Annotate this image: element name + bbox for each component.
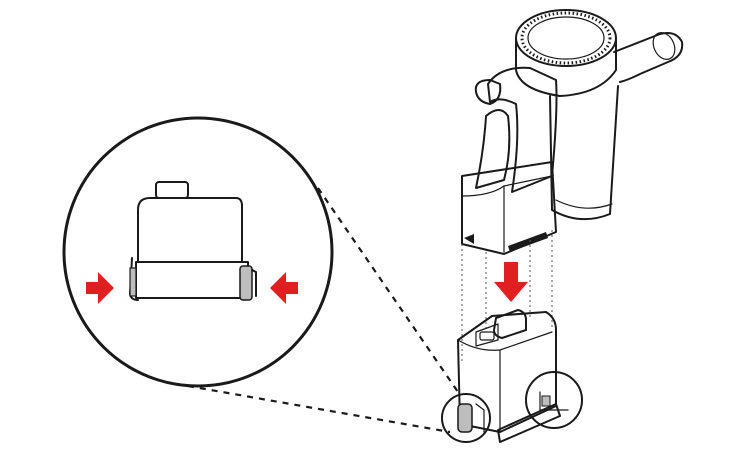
detail-battery	[129, 181, 257, 301]
detail-right-latch	[251, 269, 257, 297]
handle-grip	[487, 66, 558, 193]
alignment-guides	[461, 230, 553, 362]
dust-bin-ring	[555, 199, 613, 209]
detail-left-latch-tab	[129, 267, 137, 297]
red-press-arrow-icon	[86, 272, 298, 304]
battery-pack	[457, 309, 561, 443]
handle-trigger-cap	[474, 79, 502, 105]
motor-housing-upper	[515, 39, 617, 97]
motor-cap-inner	[527, 16, 605, 60]
callout-left-detail	[475, 403, 485, 433]
leader-line-bottom	[187, 384, 451, 434]
detail-magnifier	[62, 116, 334, 388]
callout-circle-right	[525, 371, 583, 429]
detail-right-latch-tab	[239, 265, 253, 301]
magnifier-leader-lines	[187, 187, 459, 434]
battery-pack-top-edge	[457, 331, 553, 351]
wand-nozzle-opening	[652, 32, 676, 60]
battery-release-button	[493, 309, 527, 339]
receptacle-notch	[464, 234, 474, 244]
wand-nozzle	[613, 32, 684, 83]
battery-pack-foot	[497, 403, 561, 443]
magnifier-circle	[62, 116, 334, 388]
callout-circle-left	[441, 393, 491, 443]
detail-battery-top	[137, 197, 243, 263]
battery-button-slot	[479, 331, 495, 341]
callout-right-latch	[541, 395, 551, 407]
press-arrow-right	[270, 272, 298, 304]
motor-cap-vents	[520, 11, 612, 65]
vacuum-body	[461, 9, 684, 255]
motor-cap-outer	[515, 9, 617, 67]
battery-pack-body	[457, 311, 557, 433]
press-arrow-left	[86, 272, 114, 304]
battery-button-base	[475, 323, 499, 347]
callout-left-latch	[457, 403, 473, 433]
leader-line-top	[317, 187, 459, 393]
red-insert-arrow-icon	[494, 262, 528, 302]
handle-opening	[475, 109, 511, 189]
battery-callouts	[441, 371, 583, 443]
callout-right-detail	[539, 391, 569, 411]
dust-bin-cylinder	[549, 85, 619, 221]
receptacle-contacts	[508, 232, 548, 252]
